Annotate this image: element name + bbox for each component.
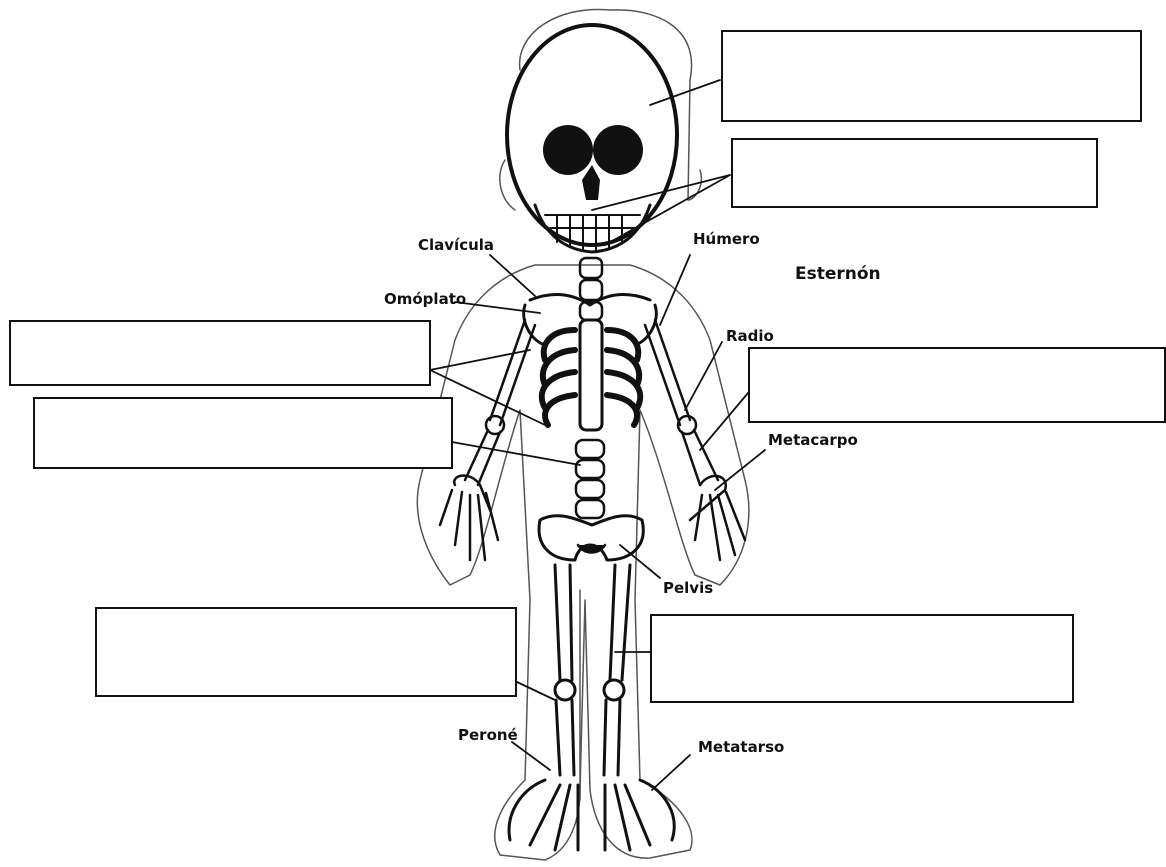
label-perone: Peroné	[458, 726, 518, 744]
nose-cavity	[582, 165, 600, 200]
body-outline	[417, 265, 748, 860]
label-clavicula: Clavícula	[418, 236, 494, 254]
left-leg	[509, 565, 578, 850]
label-pelvis: Pelvis	[663, 579, 713, 597]
label-esternon: Esternón	[795, 264, 881, 284]
label-humero: Húmero	[693, 230, 760, 248]
answer-box-spine[interactable]	[33, 397, 453, 469]
left-eye-socket	[543, 125, 593, 175]
answer-box-skull[interactable]	[721, 30, 1142, 122]
label-omoplato: Omóplato	[384, 290, 466, 308]
answer-box-ribs[interactable]	[9, 320, 431, 386]
right-arm	[645, 320, 745, 560]
right-eye-socket	[593, 125, 643, 175]
label-radio: Radio	[726, 327, 774, 345]
answer-box-jaw[interactable]	[731, 138, 1098, 208]
skull	[507, 25, 677, 245]
ribcage	[542, 320, 640, 430]
label-metatarso: Metatarso	[698, 738, 784, 756]
answer-box-cubito[interactable]	[748, 347, 1166, 423]
answer-box-tibia[interactable]	[650, 614, 1074, 703]
label-metacarpo: Metacarpo	[768, 431, 858, 449]
right-leg	[604, 565, 674, 850]
answer-box-femur[interactable]	[95, 607, 517, 697]
